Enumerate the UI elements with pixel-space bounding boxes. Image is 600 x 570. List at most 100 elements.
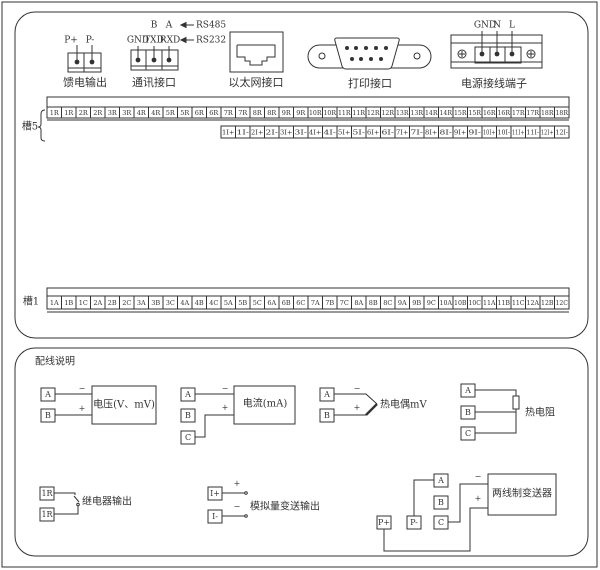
rs232-label: RS232 <box>196 36 226 46</box>
two-wire-terminal-p-minus-label: P- <box>410 518 418 527</box>
pin-dot <box>359 57 363 61</box>
slot1-terminal-label: 8A <box>354 299 363 307</box>
thermocouple-wire <box>334 393 378 405</box>
slot5-row1-terminal-label: 5R <box>166 109 176 117</box>
contact-icon <box>76 502 80 507</box>
power-pin-n: N <box>493 21 501 31</box>
thermocouple-minus: − <box>354 384 361 393</box>
current-minus: − <box>222 384 229 393</box>
slot5-row2-terminal <box>554 125 570 139</box>
slot1-terminal-label: 1A <box>50 299 59 307</box>
pin-dot <box>89 59 95 65</box>
slot5-row1-terminal-label: 15R <box>454 109 468 117</box>
bottom-panel <box>14 347 589 557</box>
slot5-row2-terminal-label: 3I+ <box>280 129 293 137</box>
slot5-row1-terminal-label: 1R <box>64 109 74 117</box>
pin-dot <box>364 46 368 50</box>
slot5-row1-terminal-label: 4R <box>137 109 147 117</box>
slot5-row1-terminal-label: 7R <box>224 109 234 117</box>
slot1-terminal-label: 11C <box>512 299 525 307</box>
slot1-terminal-label: 10B <box>454 299 467 307</box>
slot5-row1-terminal-label: 5R <box>180 109 190 117</box>
pin-dot <box>369 57 373 61</box>
slot5-row2-terminal-label: 1I+ <box>222 129 235 137</box>
slot5-row1-terminal-label: 17R <box>512 109 526 117</box>
rs232-pin-rxd: RXD <box>160 36 180 46</box>
slot5-row2-terminal-label: 5I+ <box>338 129 351 137</box>
pin-dot <box>379 57 383 61</box>
two-wire-terminal-b-label: B <box>438 498 444 507</box>
pin-dot <box>509 51 515 57</box>
slot1-terminal-label: 7C <box>340 299 349 307</box>
slot1-terminal-label: 9C <box>427 299 436 307</box>
slot1-strip-header <box>46 287 570 297</box>
two-wire-terminal-c-label: C <box>438 518 444 527</box>
power-label: 电源接线端子 <box>461 76 527 90</box>
slot5-row1-terminal-label: 12R <box>367 109 381 117</box>
slot5-row1-terminal <box>554 106 570 119</box>
brace-icon <box>37 109 46 142</box>
pin-dot <box>494 51 500 57</box>
slot1-terminal-label: 2B <box>108 299 117 307</box>
screw-icon <box>457 49 467 59</box>
rs232-pin-txd: TXD <box>144 36 164 46</box>
slot5-row1-terminal-label: 8R <box>253 109 263 117</box>
slot5-row1-terminal-label: 8R <box>267 109 277 117</box>
power-cells <box>474 46 522 64</box>
analog-minus: − <box>234 502 241 511</box>
slot5-row2-terminal-label: 12I+ <box>541 129 554 137</box>
feed-pin-p-minus: P- <box>86 36 95 46</box>
two-wire-terminal-a-label: A <box>437 476 444 485</box>
slot5-row1-terminal-label: 6R <box>195 109 205 117</box>
mount-hole-icon <box>413 52 421 60</box>
rs485-pin-a: A <box>165 21 173 31</box>
slot5-row2-terminal-label: 7I+ <box>396 129 409 137</box>
slot1-terminal-label: 8C <box>383 299 392 307</box>
contact-icon <box>244 514 248 518</box>
slot5-row2-terminal-label: 6I- <box>382 129 395 137</box>
slot5-row1-terminal-label: 11R <box>338 109 352 117</box>
slot5-row1-terminal-label: 2R <box>79 109 89 117</box>
slot1-terminal-label: 4A <box>180 299 189 307</box>
slot1-terminal-label: 5A <box>224 299 233 307</box>
slot5-row1-terminal-label: 15R <box>469 109 483 117</box>
ethernet-port <box>229 31 284 73</box>
slot5-row2-terminal-label: 2I+ <box>251 129 264 137</box>
relay-label: 继电器输出 <box>82 495 132 508</box>
pin-dot <box>166 57 172 63</box>
slot1-terminal-label: 1C <box>79 299 88 307</box>
slot5-row1-terminal-label: 7R <box>238 109 248 117</box>
slot5-row2-terminal-label: 3I- <box>295 129 308 137</box>
slot5-row2-terminal-label: 1I- <box>237 129 250 137</box>
slot5-strip-header <box>46 96 570 108</box>
rs485-pin-b: B <box>151 21 158 31</box>
slot1-terminal-label: 10A <box>440 299 453 307</box>
slot1-terminal-label: 4B <box>195 299 204 307</box>
slot1-terminal-label: 3C <box>166 299 175 307</box>
analog-terminal-plus-label: I+ <box>210 489 220 498</box>
slot1-label: 槽1 <box>23 295 39 308</box>
slot1-terminal-label: 6B <box>282 299 291 307</box>
wire <box>54 492 76 495</box>
wire <box>413 479 434 516</box>
arrow-head-icon <box>179 21 187 29</box>
slot5-row1-terminal-label: 1R <box>50 109 60 117</box>
slot1-terminal-label: 12A <box>527 299 540 307</box>
analog-terminal-minus-label: I- <box>212 512 218 521</box>
two-wire-label: 两线制变送器 <box>492 487 552 500</box>
slot5-row2-terminal-label: 11I- <box>527 129 540 137</box>
slot1-terminal-label: 7B <box>325 299 334 307</box>
pin-dot <box>479 51 485 57</box>
slot5-row1-terminal-label: 13R <box>396 109 410 117</box>
comms-label: 通讯接口 <box>132 76 176 89</box>
current-terminal-b <box>180 408 196 423</box>
slot1-terminal-label: 3A <box>137 299 146 307</box>
voltage-device <box>91 385 157 425</box>
wiring-title: 配线说明 <box>35 355 75 368</box>
slot1-terminal-label: 12B <box>541 299 554 307</box>
slot5-row2-terminal-label: 4I+ <box>309 129 322 137</box>
current-terminal-a-label: A <box>184 390 191 399</box>
slot5-row1-terminal-label: 16R <box>483 109 497 117</box>
slot5-row1-terminal-label: 9R <box>296 109 306 117</box>
slot1-terminal-label: 12C <box>556 299 569 307</box>
